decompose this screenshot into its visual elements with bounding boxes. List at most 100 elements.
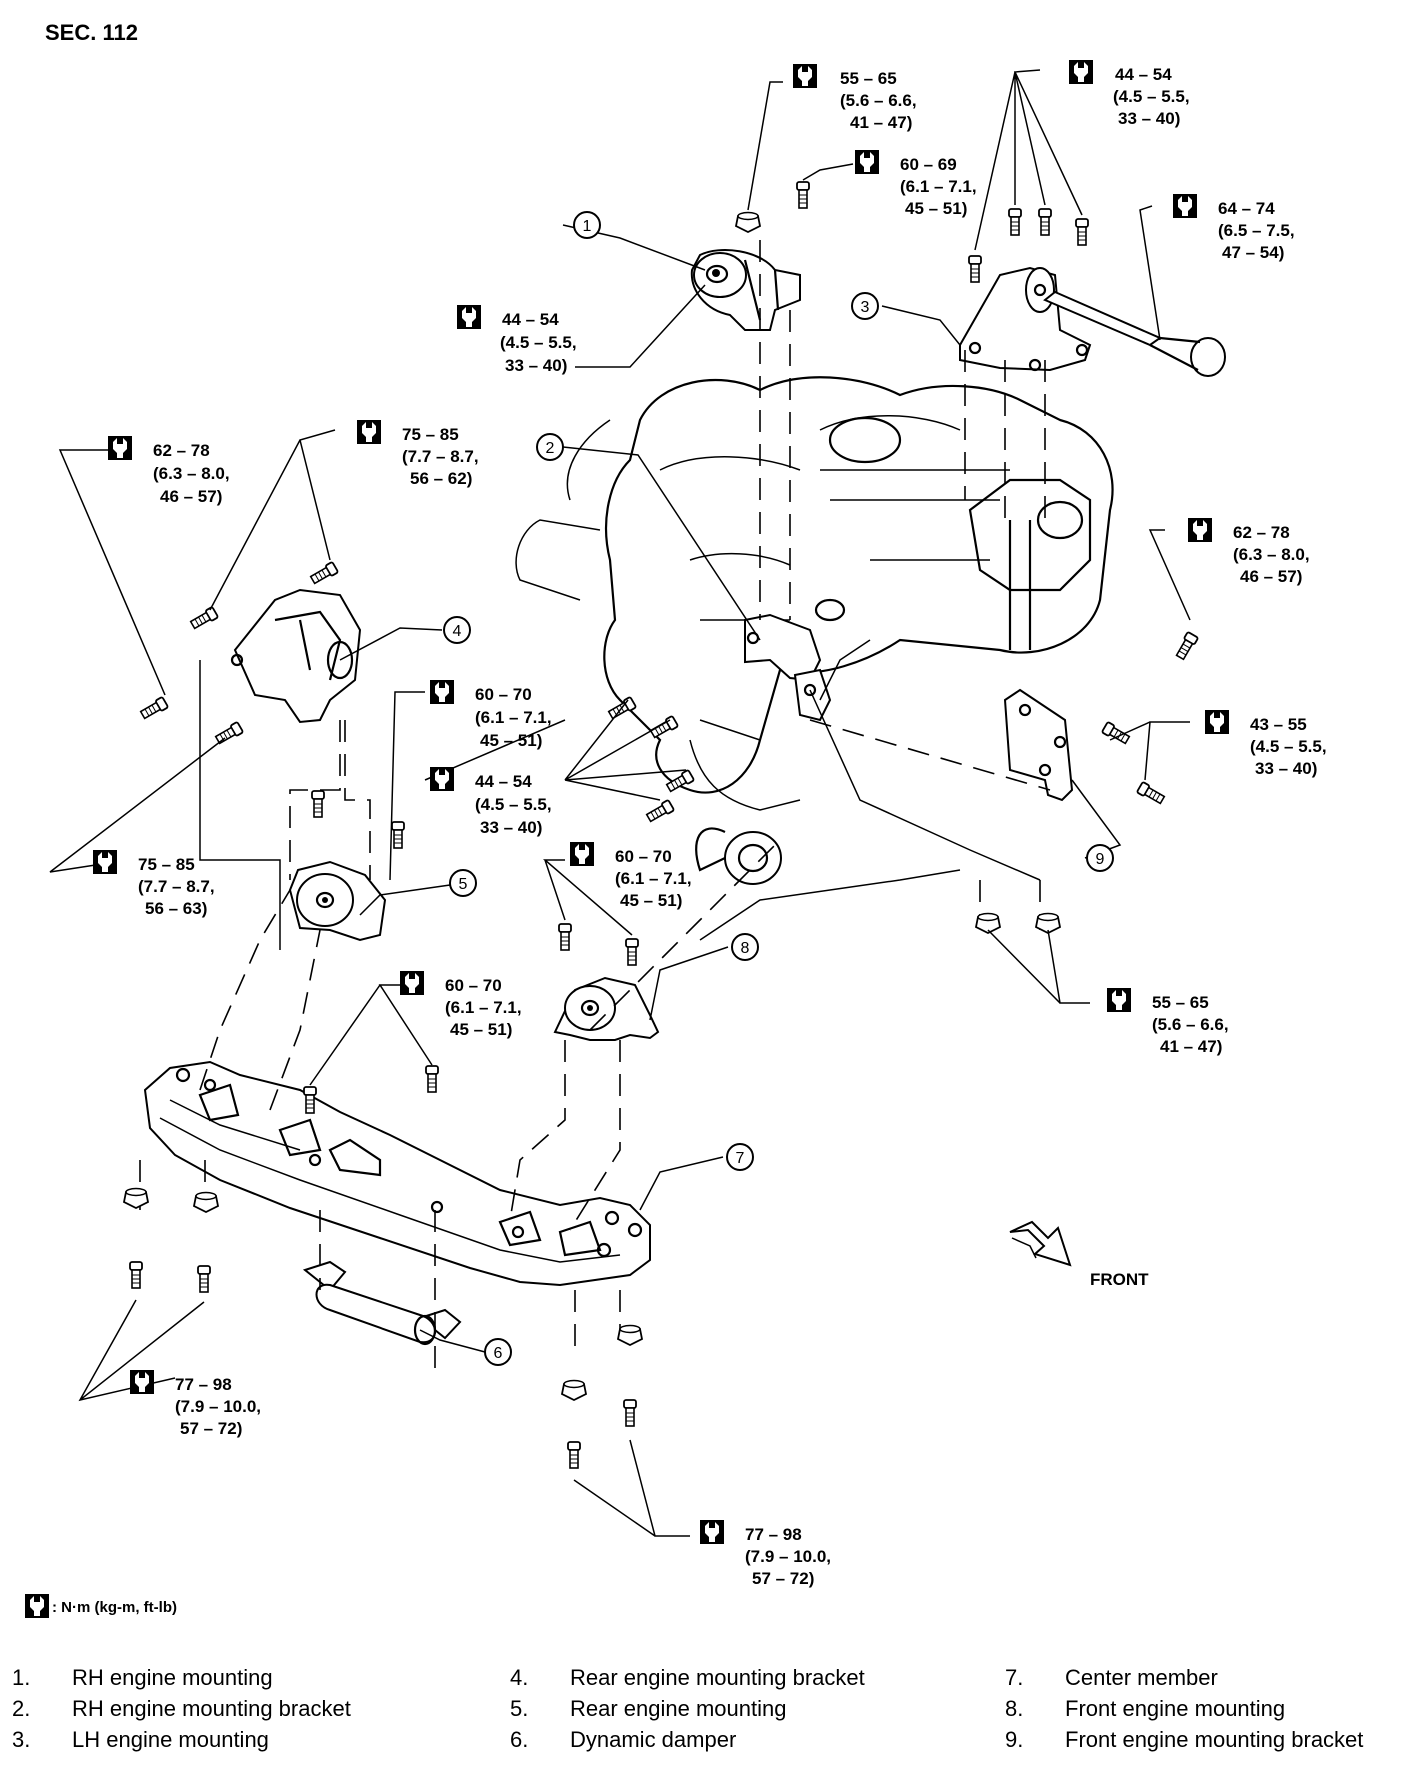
torque-wrench-icon [130, 1370, 154, 1394]
center-member [143, 1060, 651, 1287]
torque-wrench-icon [25, 1594, 49, 1618]
torque-t4: 64 – 74 (6.5 – 7.5, 47 – 54) [1173, 194, 1295, 262]
torque-t6: 62 – 78(6.3 – 8.0,46 – 57) [108, 436, 230, 506]
torque-t11: 43 – 55 (4.5 – 5.5, 33 – 40) [1205, 710, 1327, 778]
svg-text:44 – 54: 44 – 54 [502, 310, 559, 329]
svg-text:33 – 40): 33 – 40) [505, 356, 567, 375]
rear-engine-mounting-bracket [230, 588, 362, 724]
callout-8: 8 [731, 933, 759, 961]
legend-item: 8.Front engine mounting [1005, 1696, 1286, 1721]
front-engine-mounting-bracket [1003, 688, 1074, 802]
torque-t12: 75 – 85(7.7 – 8.7,56 – 63) [93, 850, 215, 918]
svg-text:(6.1 – 7.1,: (6.1 – 7.1, [900, 177, 977, 196]
front-engine-mounting [553, 976, 660, 1041]
svg-text:(4.5 – 5.5,: (4.5 – 5.5, [1250, 737, 1327, 756]
legend-item: 2.RH engine mounting bracket [12, 1696, 351, 1721]
torque-t17: 77 – 98(7.9 – 10.0,57 – 72) [700, 1520, 831, 1588]
torque-wrench-icon [93, 850, 117, 874]
torque-wrench-icon [1188, 518, 1212, 542]
svg-text:(6.1 – 7.1,: (6.1 – 7.1, [475, 708, 552, 727]
legend-item: 9.Front engine mounting bracket [1005, 1727, 1364, 1752]
torque-wrench-icon [400, 971, 424, 995]
svg-text:(6.3 – 8.0,: (6.3 – 8.0, [1233, 545, 1310, 564]
torque-t15: 55 – 65(5.6 – 6.6,41 – 47) [1107, 988, 1229, 1056]
torque-t3: 44 – 54(4.5 – 5.5,33 – 40) [1069, 60, 1190, 128]
svg-text:3: 3 [861, 299, 870, 316]
svg-text:41 – 47): 41 – 47) [850, 113, 912, 132]
svg-text:(6.5 – 7.5,: (6.5 – 7.5, [1218, 221, 1295, 240]
svg-text:(7.7 – 8.7,: (7.7 – 8.7, [402, 447, 479, 466]
svg-text:(6.1 – 7.1,: (6.1 – 7.1, [445, 998, 522, 1017]
svg-text:62 – 78: 62 – 78 [1233, 523, 1290, 542]
torque-t10: 44 – 54(4.5 – 5.5,33 – 40) [430, 767, 552, 837]
svg-text:60 – 70: 60 – 70 [615, 847, 672, 866]
svg-text:33 – 40): 33 – 40) [1118, 109, 1180, 128]
svg-text:60 – 70: 60 – 70 [445, 976, 502, 995]
svg-text:57 – 72): 57 – 72) [180, 1419, 242, 1438]
svg-text:77 – 98: 77 – 98 [175, 1375, 232, 1394]
svg-text:45 – 51): 45 – 51) [620, 891, 682, 910]
svg-text:33 – 40): 33 – 40) [1255, 759, 1317, 778]
svg-text:57 – 72): 57 – 72) [752, 1569, 814, 1588]
section-title: SEC. 112 [45, 20, 138, 45]
torque-wrench-icon [793, 64, 817, 88]
svg-text:(4.5 – 5.5,: (4.5 – 5.5, [1113, 87, 1190, 106]
torque-t14: 60 – 70 (6.1 – 7.1, 45 – 51) [400, 971, 522, 1039]
torque-wrench-icon [1173, 194, 1197, 218]
svg-text:75 – 85: 75 – 85 [402, 425, 459, 444]
torque-t2: 60 – 69 (6.1 – 7.1, 45 – 51) [855, 150, 977, 218]
svg-text:4: 4 [453, 623, 462, 640]
callout-4: 4 [443, 616, 471, 644]
callout-2: 2 [536, 433, 564, 461]
torque-wrench-icon [430, 680, 454, 704]
torque-wrench-icon [1107, 988, 1131, 1012]
callout-6: 6 [484, 1338, 512, 1366]
svg-text:60 – 69: 60 – 69 [900, 155, 957, 174]
svg-text:45 – 51): 45 – 51) [450, 1020, 512, 1039]
callouts: 1 2 3 4 5 6 7 8 9 [443, 211, 1114, 1366]
torque-wrench-icon [357, 420, 381, 444]
svg-text:56 – 63): 56 – 63) [145, 899, 207, 918]
svg-text:41 – 47): 41 – 47) [1160, 1037, 1222, 1056]
legend-item: 5.Rear engine mounting [510, 1696, 787, 1721]
legend-item: 1.RH engine mounting [12, 1665, 273, 1690]
engine-block [515, 376, 1114, 885]
svg-text:2: 2 [546, 440, 555, 457]
torque-wrench-icon [457, 305, 481, 329]
svg-text:33 – 40): 33 – 40) [480, 818, 542, 837]
lh-engine-mounting [959, 266, 1226, 377]
svg-text:45 – 51): 45 – 51) [905, 199, 967, 218]
rear-engine-mounting [288, 860, 387, 942]
torque-t8: 62 – 78(6.3 – 8.0,46 – 57) [1188, 518, 1310, 586]
svg-text:64 – 74: 64 – 74 [1218, 199, 1275, 218]
torque-t13: 60 – 70(6.1 – 7.1,45 – 51) [570, 842, 692, 910]
svg-text:43 – 55: 43 – 55 [1250, 715, 1307, 734]
assembly-lines [139, 240, 1051, 1370]
svg-text:7: 7 [736, 1150, 745, 1167]
callout-3: 3 [851, 292, 879, 320]
svg-text:5: 5 [459, 876, 468, 893]
svg-text:6: 6 [494, 1345, 503, 1362]
callout-7: 7 [726, 1143, 754, 1171]
legend-item: 3.LH engine mounting [12, 1727, 269, 1752]
svg-text:(6.3 – 8.0,: (6.3 – 8.0, [153, 464, 230, 483]
torque-wrench-icon [700, 1520, 724, 1544]
torque-wrench-icon [855, 150, 879, 174]
svg-text:55 – 65: 55 – 65 [1152, 993, 1209, 1012]
svg-text:47 – 54): 47 – 54) [1222, 243, 1284, 262]
svg-text:45 – 51): 45 – 51) [480, 731, 542, 750]
svg-text:62 – 78: 62 – 78 [153, 441, 210, 460]
svg-text:77 – 98: 77 – 98 [745, 1525, 802, 1544]
svg-text:56 – 62): 56 – 62) [410, 469, 472, 488]
svg-text:9: 9 [1096, 851, 1105, 868]
unit-note: : N·m (kg-m, ft-lb) [25, 1594, 177, 1618]
torque-wrench-icon [1069, 60, 1093, 84]
torque-t5: 44 – 54(4.5 – 5.5,33 – 40) [457, 305, 577, 375]
legend-item: 4.Rear engine mounting bracket [510, 1665, 865, 1690]
leader-lines [49, 69, 1191, 1537]
callout-5: 5 [449, 869, 477, 897]
torque-wrench-icon [430, 767, 454, 791]
fasteners [123, 181, 1200, 1469]
svg-text:8: 8 [741, 940, 750, 957]
front-label: FRONT [1090, 1270, 1149, 1289]
